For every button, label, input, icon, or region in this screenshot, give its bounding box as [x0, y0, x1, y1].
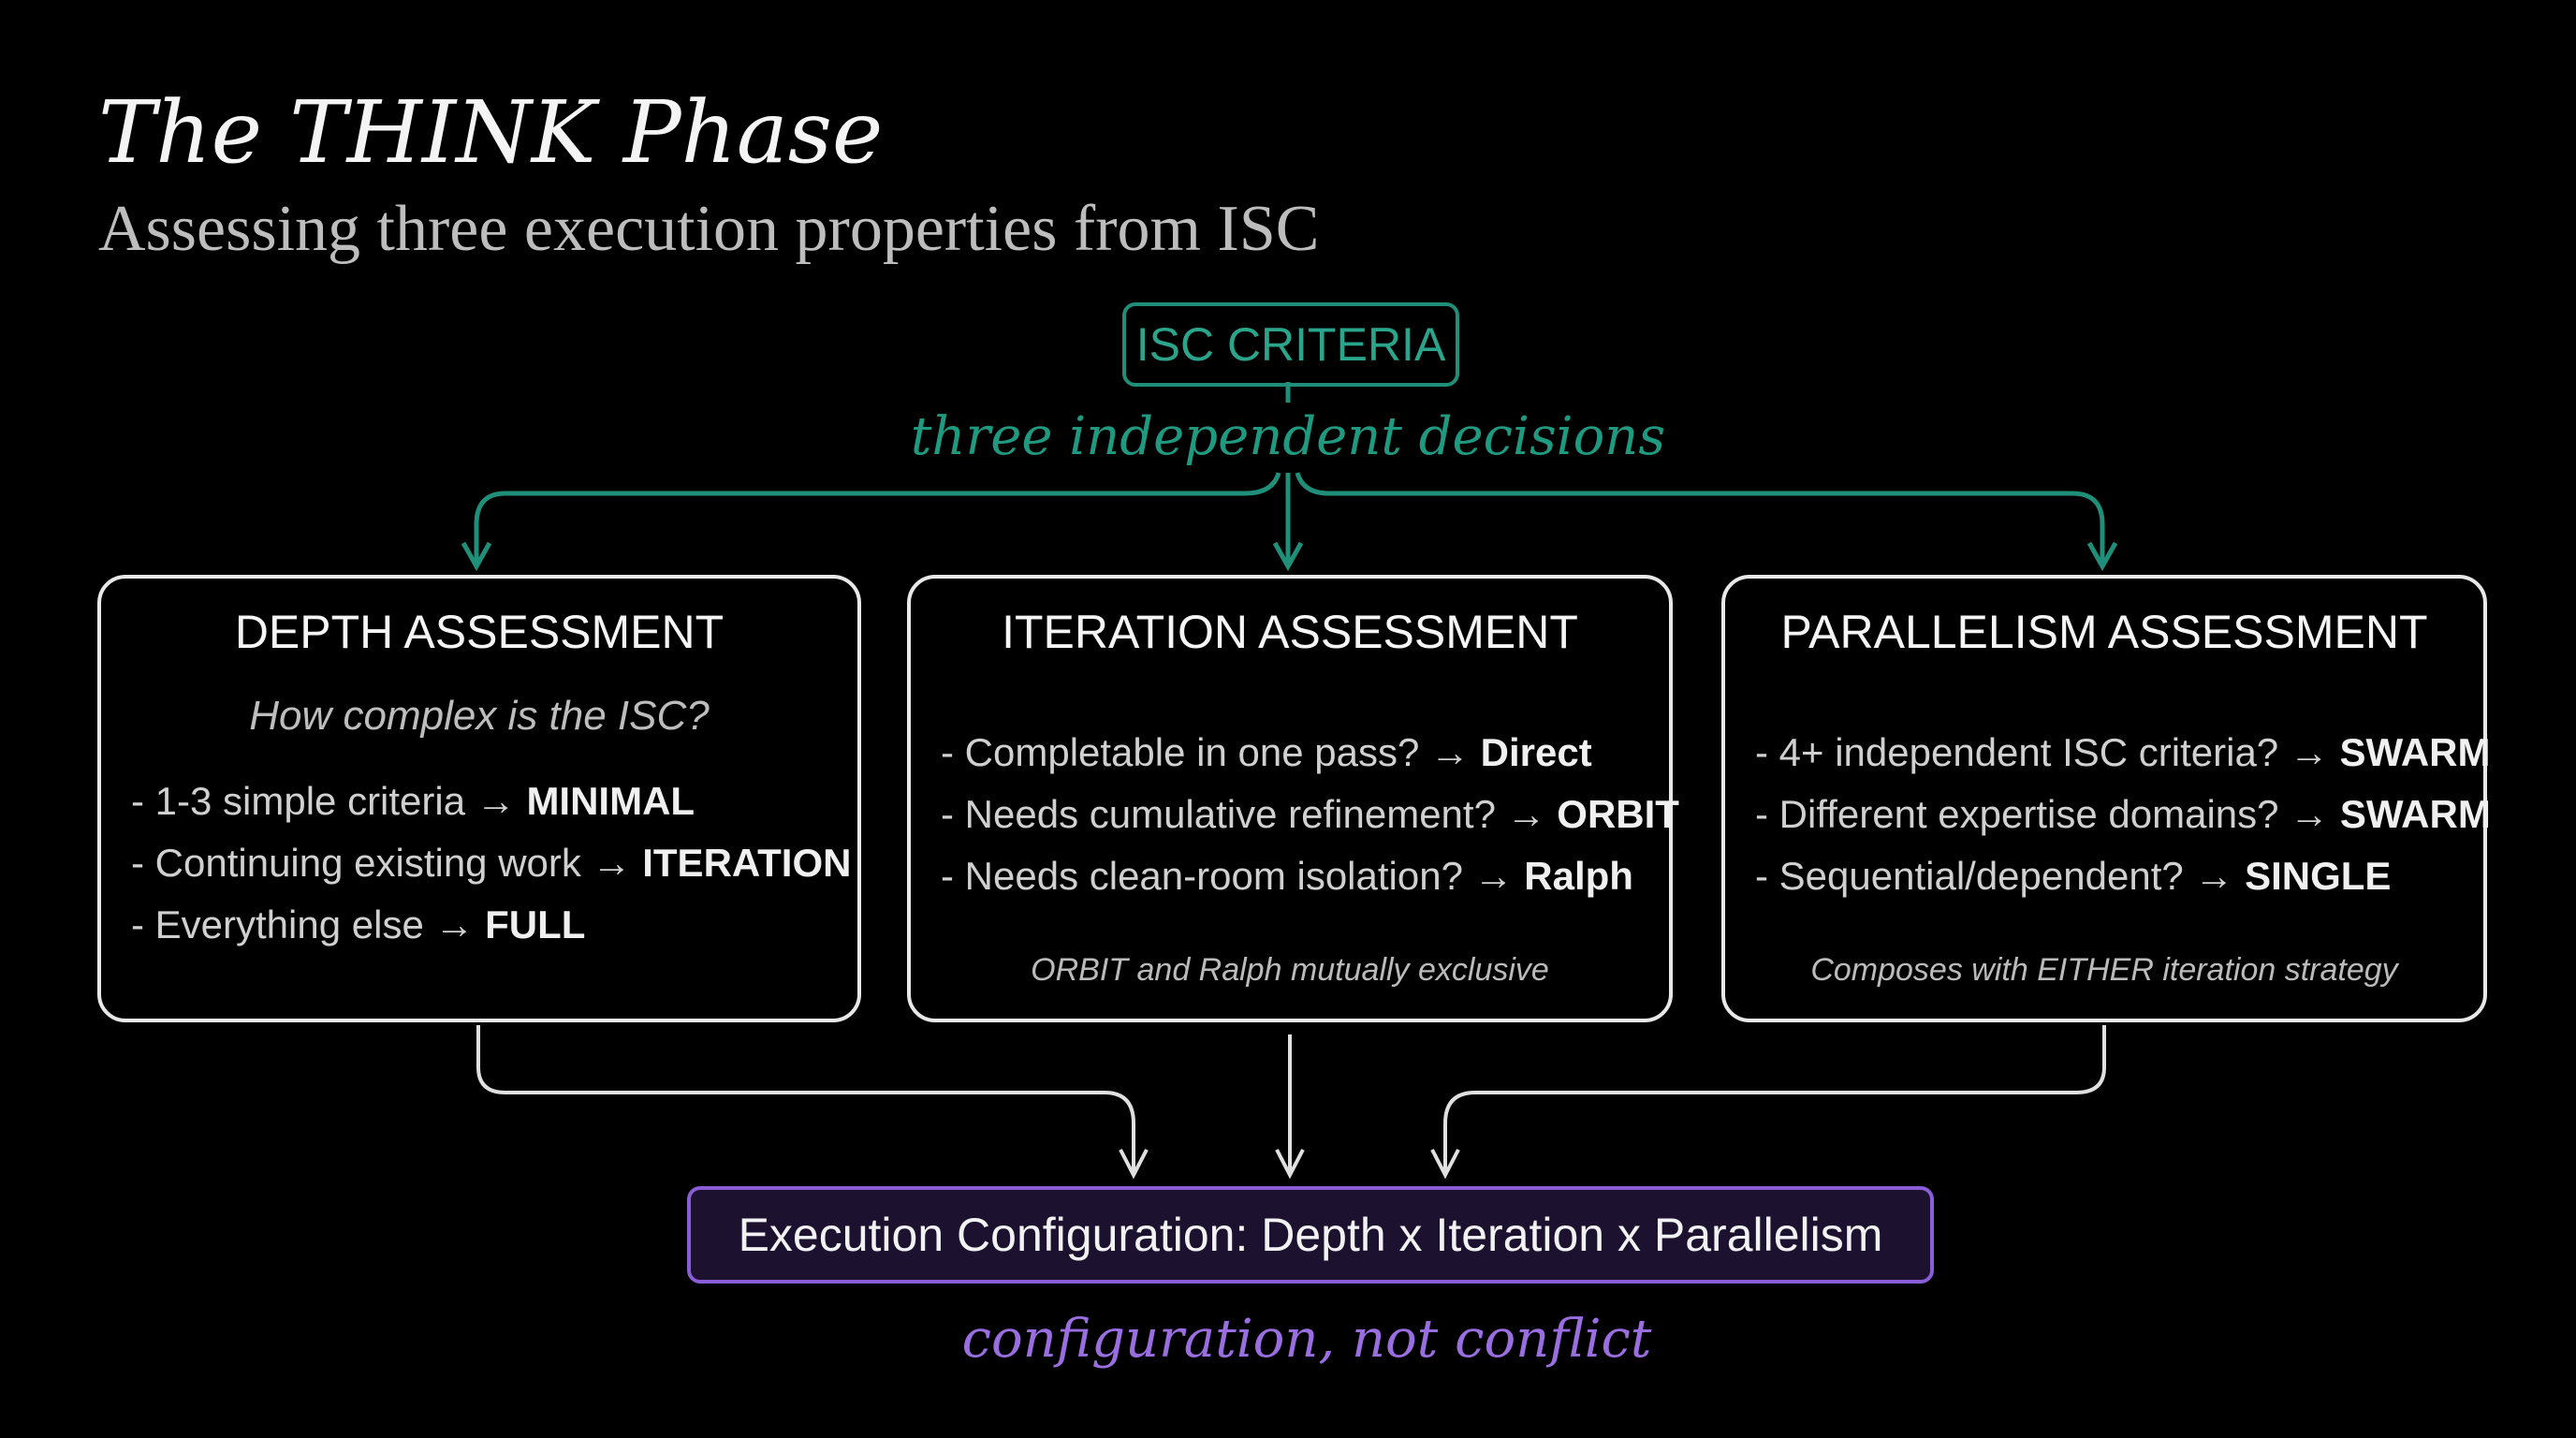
list-item: - 1-3 simple criteria → MINIMAL: [131, 779, 695, 823]
list-item: - Needs clean-room isolation? → Ralph: [941, 854, 1633, 898]
item-result: Ralph: [1524, 854, 1633, 898]
card-question: How complex is the ISC?: [249, 693, 710, 739]
item-text: Sequential/dependent? →: [1778, 854, 2234, 898]
item-text: Continuing existing work →: [154, 841, 632, 885]
list-item: - Sequential/dependent? → SINGLE: [1755, 854, 2392, 898]
item-result: MINIMAL: [526, 779, 695, 823]
item-text: Needs clean-room isolation? →: [964, 854, 1514, 898]
card-heading: DEPTH ASSESSMENT: [234, 606, 724, 658]
tagline: configuration, not conflict: [961, 1309, 1652, 1370]
item-text: Needs cumulative refinement? →: [964, 792, 1546, 836]
item-result: SWARM: [2339, 792, 2491, 836]
item-text: Completable in one pass? →: [964, 730, 1470, 774]
item-result: FULL: [485, 902, 586, 946]
list-item: - Continuing existing work → ITERATION: [131, 841, 852, 885]
decisions-label: three independent decisions: [910, 406, 1666, 467]
item-result: SINGLE: [2245, 854, 2392, 898]
item-text: 1-3 simple criteria →: [154, 779, 516, 823]
card-heading: ITERATION ASSESSMENT: [1002, 606, 1578, 658]
item-result: SWARM: [2339, 730, 2491, 774]
execution-configuration-node: Execution Configuration: Depth x Iterati…: [687, 1186, 1934, 1284]
item-text: Everything else →: [154, 902, 475, 946]
arrow-to-depth: [474, 472, 1281, 566]
list-item: - Everything else → FULL: [131, 902, 586, 946]
item-text: Different expertise domains? →: [1778, 792, 2330, 836]
card-heading: PARALLELISM ASSESSMENT: [1780, 606, 2428, 658]
list-item: - Needs cumulative refinement? → ORBIT: [941, 792, 1679, 836]
card-note: ORBIT and Ralph mutually exclusive: [1031, 952, 1549, 988]
list-item: - Different expertise domains? → SWARM: [1755, 792, 2491, 836]
list-item: - 4+ independent ISC criteria? → SWARM: [1755, 730, 2491, 774]
page-title: The THINK Phase: [98, 82, 884, 183]
teal-connectors: [461, 382, 2118, 572]
list-item: - Completable in one pass? → Direct: [941, 730, 1592, 774]
item-text: 4+ independent ISC criteria? →: [1778, 730, 2329, 774]
parallelism-assessment-card: PARALLELISM ASSESSMENT - 4+ independent …: [1721, 575, 2491, 1022]
iteration-assessment-card: ITERATION ASSESSMENT - Completable in on…: [907, 575, 1679, 1022]
item-result: ITERATION: [642, 841, 852, 885]
arrow-to-parallelism: [1295, 472, 2105, 566]
white-connectors: [476, 1025, 2106, 1180]
item-result: ORBIT: [1557, 792, 1679, 836]
depth-assessment-card: DEPTH ASSESSMENT How complex is the ISC?…: [97, 575, 861, 1022]
card-note: Composes with EITHER iteration strategy: [1810, 952, 2398, 988]
isc-criteria-node: ISC CRITERIA: [1122, 302, 1459, 387]
page-subtitle: Assessing three execution properties fro…: [98, 193, 1320, 265]
item-result: Direct: [1480, 730, 1592, 774]
